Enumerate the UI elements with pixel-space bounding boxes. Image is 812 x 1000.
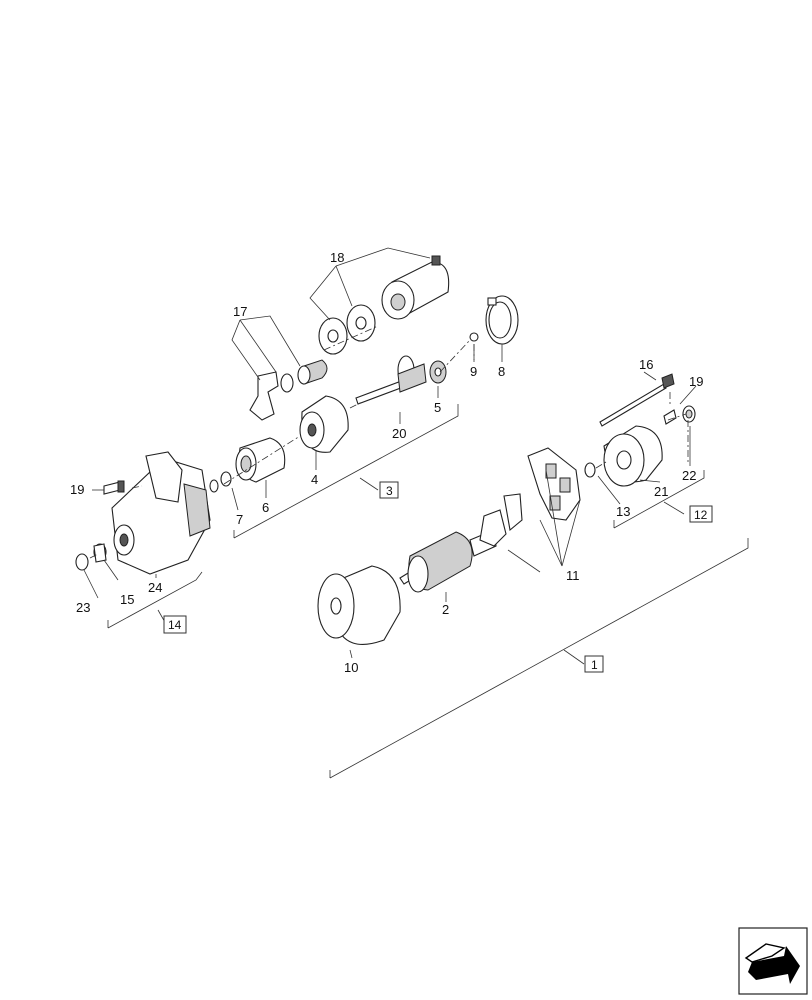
plug-23	[75, 553, 89, 571]
screw-19-left	[103, 480, 125, 495]
callout-19-right: 19	[689, 374, 703, 389]
solenoid-gasket-b	[346, 304, 376, 342]
shaft-20	[355, 355, 427, 405]
callout-box-12: 12	[689, 505, 713, 523]
return-arrow-icon[interactable]	[738, 927, 808, 995]
yoke-10	[317, 565, 401, 645]
drive-lever	[249, 371, 279, 421]
brush-plate-11	[479, 447, 581, 547]
solenoid-switch	[381, 255, 450, 320]
callout-box-1: 1	[584, 655, 604, 673]
through-bolt-16	[599, 373, 675, 427]
ball-9	[469, 332, 479, 342]
snap-ring-7	[209, 471, 232, 493]
callout-14: 14	[168, 618, 182, 632]
washer-13	[584, 462, 596, 478]
callout-13: 13	[616, 504, 630, 519]
callout-18: 18	[330, 250, 344, 265]
callout-16: 16	[639, 357, 653, 372]
callout-22: 22	[682, 468, 696, 483]
callout-12: 12	[694, 508, 708, 522]
drive-housing-4	[299, 395, 349, 453]
callout-6: 6	[262, 500, 269, 515]
callout-15: 15	[120, 592, 134, 607]
callout-10: 10	[344, 660, 358, 675]
callout-1: 1	[591, 658, 598, 672]
callout-7: 7	[236, 512, 243, 527]
callout-24: 24	[148, 580, 162, 595]
solenoid-gasket-a	[318, 317, 348, 355]
callout-21: 21	[654, 484, 668, 499]
callout-5: 5	[434, 400, 441, 415]
callout-2: 2	[442, 602, 449, 617]
gear-5	[429, 360, 447, 384]
callout-8: 8	[498, 364, 505, 379]
plunger	[297, 359, 328, 385]
callout-box-14: 14	[163, 615, 187, 634]
end-cover-21	[603, 425, 663, 487]
bushing-15	[93, 543, 107, 563]
cap-22	[682, 405, 696, 423]
callout-17: 17	[233, 304, 247, 319]
callout-23: 23	[76, 600, 90, 615]
callout-19-left: 19	[70, 482, 84, 497]
callout-4: 4	[311, 472, 318, 487]
screw-19-right	[663, 409, 677, 425]
front-housing-24	[111, 451, 211, 575]
callout-box-3: 3	[379, 481, 399, 499]
callout-9: 9	[470, 364, 477, 379]
callout-11: 11	[566, 568, 580, 583]
callout-20: 20	[392, 426, 406, 441]
callout-3: 3	[386, 484, 393, 498]
seal-ring-17	[280, 373, 294, 393]
pinion-clutch-6	[235, 437, 286, 483]
cover-ring-8	[485, 295, 519, 345]
